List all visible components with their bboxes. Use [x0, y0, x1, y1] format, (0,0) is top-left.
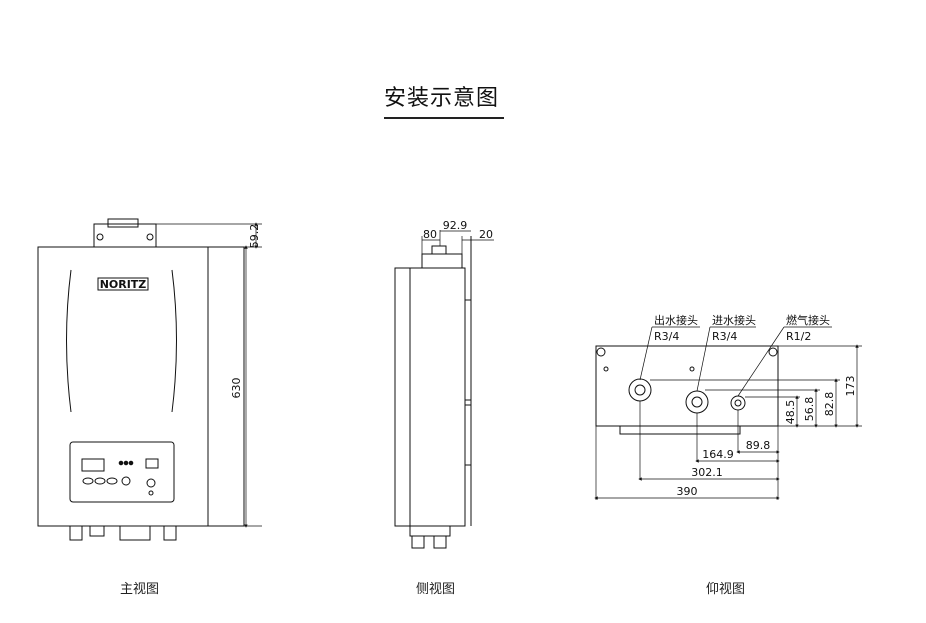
title-underline — [384, 117, 504, 119]
side-dim-a: 80 — [423, 228, 437, 241]
gas-connector-name: 燃气接头 — [786, 313, 830, 327]
bottom-dim-d1: 82.8 — [823, 392, 836, 417]
front-dim-top-bracket: 59.2 — [248, 224, 261, 249]
side-view — [394, 230, 494, 549]
side-dim-c: 20 — [479, 228, 493, 241]
inlet-connector-thread: R3/4 — [712, 330, 737, 343]
front-control-panel — [69, 441, 175, 503]
bottom-dim-w1: 89.8 — [746, 439, 771, 452]
bottom-dim-depth: 173 — [844, 376, 857, 397]
bottom-view — [594, 326, 862, 500]
gas-connector-thread: R1/2 — [786, 330, 811, 343]
front-view — [37, 218, 262, 541]
bottom-view-caption: 仰视图 — [706, 582, 746, 597]
page-title: 安装示意图 — [384, 86, 500, 111]
side-body — [394, 267, 466, 527]
bottom-dim-d3: 48.5 — [784, 400, 797, 425]
outlet-connector — [628, 378, 652, 402]
bottom-dim-w2: 164.9 — [702, 448, 734, 461]
front-view-caption: 主视图 — [120, 582, 160, 597]
bottom-dim-w3: 302.1 — [691, 466, 723, 479]
bottom-dim-w4: 390 — [677, 485, 698, 498]
bottom-outline — [595, 345, 779, 427]
inlet-connector-name: 进水接头 — [712, 314, 756, 327]
front-dim-height: 630 — [230, 378, 243, 399]
inlet-connector — [685, 390, 709, 414]
outlet-connector-name: 出水接头 — [654, 313, 698, 327]
side-dim-b: 92.9 — [443, 219, 468, 232]
side-view-caption: 侧视图 — [416, 582, 456, 597]
bottom-dim-d2: 56.8 — [803, 397, 816, 422]
outlet-connector-thread: R3/4 — [654, 330, 679, 343]
front-brand-label: NORITZ — [100, 278, 147, 291]
front-brand-plate — [97, 277, 149, 291]
gas-connector — [730, 395, 746, 411]
